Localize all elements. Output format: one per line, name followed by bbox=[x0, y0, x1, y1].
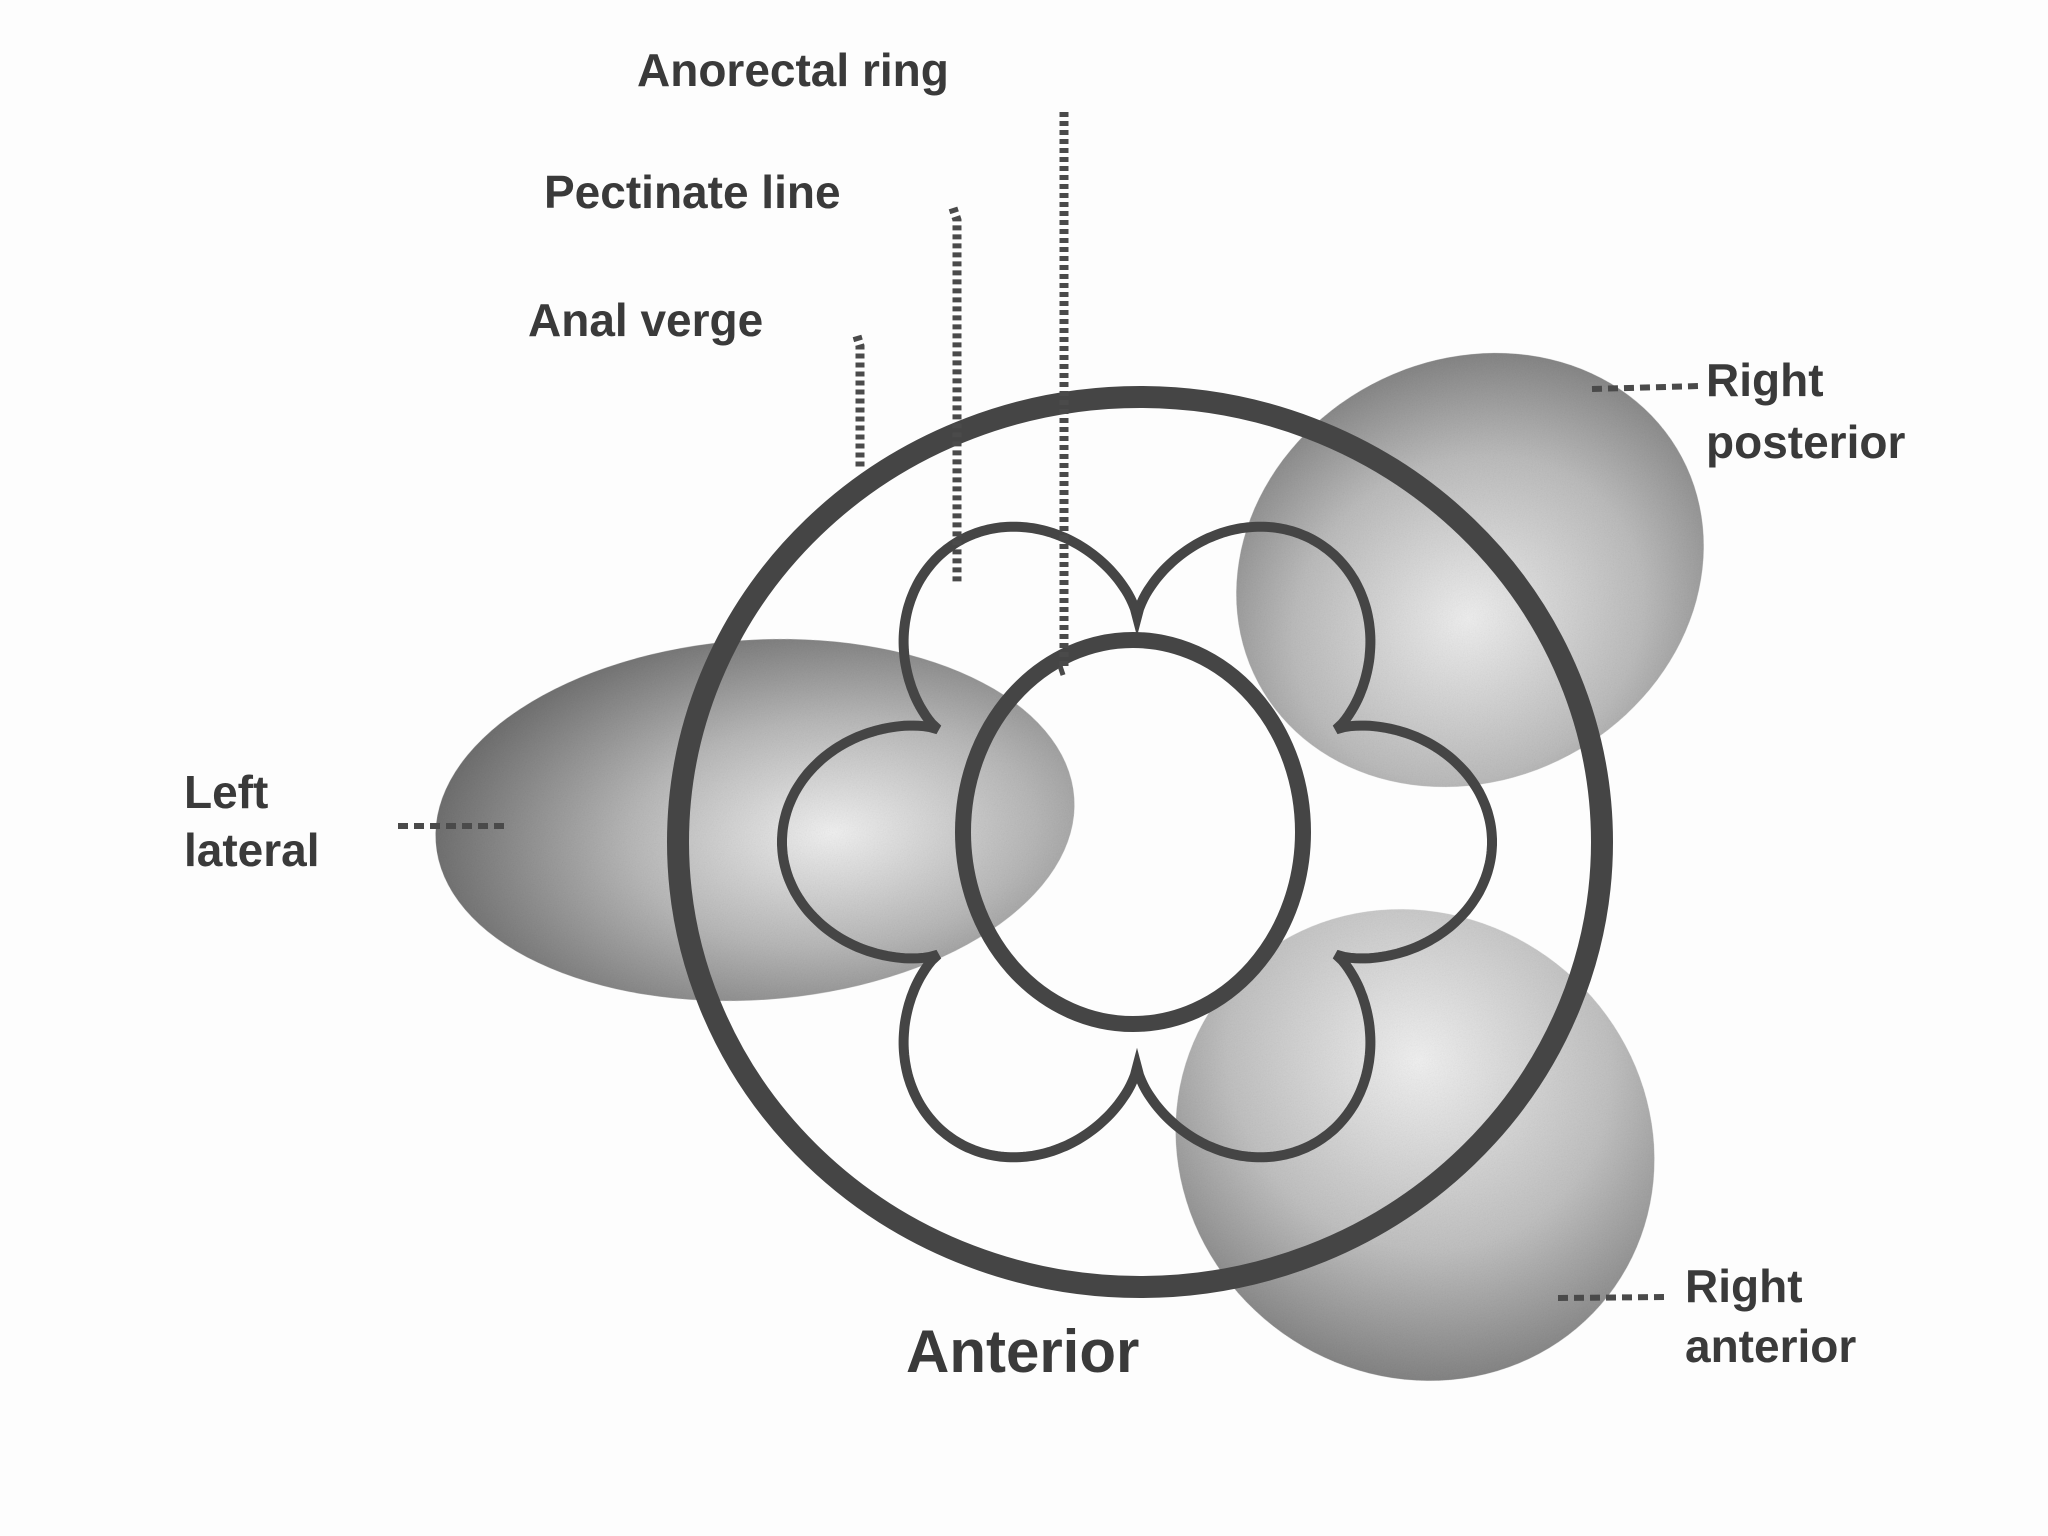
label-right-anterior-line1: Right bbox=[1685, 1260, 1803, 1312]
anal-verge-leader bbox=[852, 334, 865, 470]
leader-lines bbox=[398, 112, 1701, 1301]
label-right-posterior-line1: Right bbox=[1706, 354, 1824, 406]
label-anorectal-ring: Anorectal ring bbox=[637, 44, 949, 96]
right-posterior-cushion bbox=[1236, 353, 1704, 787]
pectinate-line-outline bbox=[777, 521, 1497, 1163]
label-left-lateral-line2: lateral bbox=[184, 824, 320, 876]
label-anal-verge: Anal verge bbox=[528, 294, 763, 346]
anorectal-ring-ellipse bbox=[955, 632, 1311, 1032]
label-right-anterior-line2: anterior bbox=[1685, 1320, 1856, 1372]
label-pectinate-line: Pectinate line bbox=[544, 166, 841, 218]
anal-verge-circle bbox=[667, 386, 1613, 1298]
left-lateral-cushion bbox=[435, 639, 1075, 1001]
pectinate-line-leader bbox=[948, 206, 962, 582]
anorectal-ring-leader bbox=[1056, 112, 1069, 677]
labels: Anorectal ring Pectinate line Anal verge… bbox=[184, 44, 1905, 1385]
right-anterior-leader bbox=[1557, 1294, 1669, 1301]
label-right-posterior-line2: posterior bbox=[1706, 416, 1905, 468]
label-anterior: Anterior bbox=[906, 1318, 1139, 1385]
right-posterior-leader bbox=[1591, 383, 1701, 392]
right-anterior-cushion bbox=[1175, 909, 1655, 1381]
label-left-lateral-line1: Left bbox=[184, 766, 268, 818]
